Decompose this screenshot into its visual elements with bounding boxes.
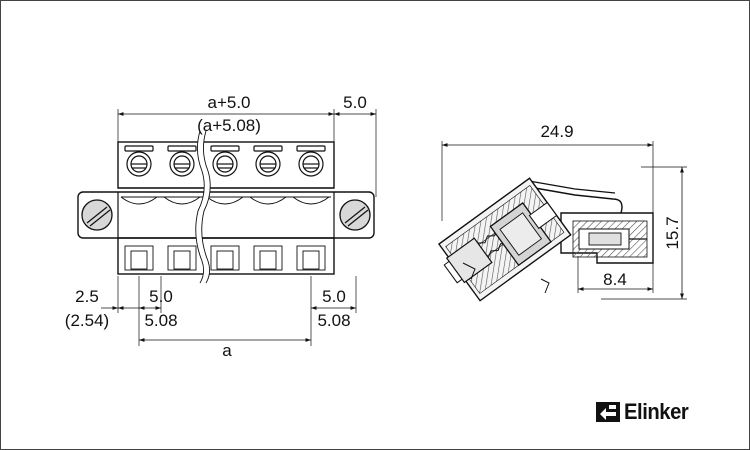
dim-pitch-right-1: 5.0 — [322, 287, 346, 306]
dim-side-width: 24.9 — [540, 122, 573, 141]
contact-windows — [124, 245, 326, 271]
dim-top-span-2: (a+5.08) — [197, 116, 261, 135]
dim-left-offset-1: 2.5 — [75, 287, 99, 306]
dim-side-height: 15.7 — [663, 216, 682, 249]
flange-screw-right — [339, 199, 371, 231]
dim-left-offset-2: (2.54) — [65, 311, 109, 330]
dim-pitch-left-1: 5.0 — [149, 287, 173, 306]
elinker-logo-icon — [596, 402, 620, 422]
dim-bottom-span: a — [222, 341, 232, 360]
plug-body-tilted — [437, 177, 572, 302]
mounting-flange — [77, 191, 375, 239]
screw-terminals — [124, 145, 326, 177]
header-base — [560, 212, 654, 264]
dim-top-right: 5.0 — [343, 93, 367, 112]
brand-name: Elinker — [624, 399, 689, 424]
front-view — [77, 109, 377, 346]
dim-pitch-left-2: 5.08 — [144, 311, 177, 330]
dim-pitch-right-2: 5.08 — [317, 311, 350, 330]
header-body — [117, 237, 335, 275]
flange-screw-left — [81, 199, 113, 231]
brand-logo: Elinker — [595, 397, 694, 427]
dim-side-depth: 8.4 — [603, 270, 627, 289]
side-view — [437, 141, 687, 302]
dim-top-span-1: a+5.0 — [207, 93, 250, 112]
latch-hook — [528, 186, 623, 214]
